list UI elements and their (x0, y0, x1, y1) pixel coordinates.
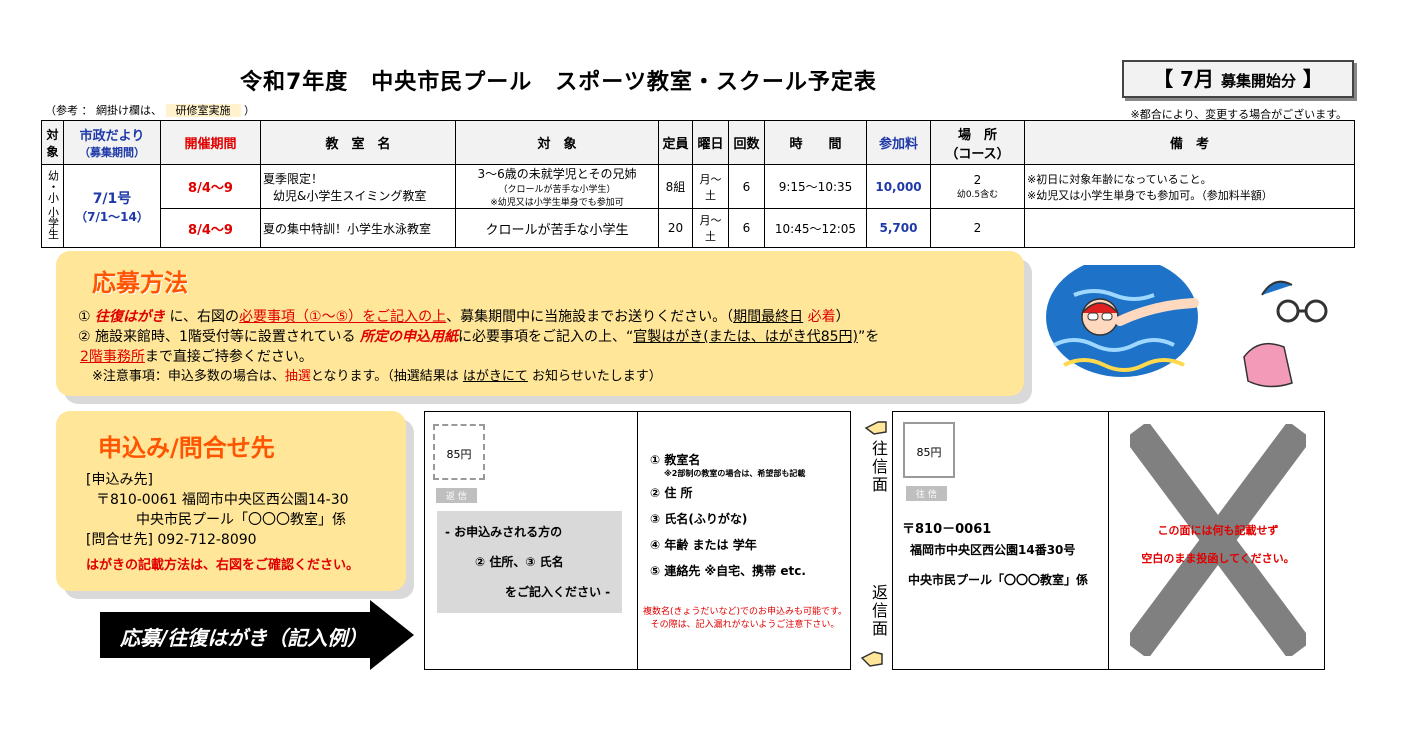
th-remarks: 備 考 (1024, 120, 1355, 165)
arrow-label: 応募/往復はがき（記入例） (120, 626, 368, 650)
badge-bracket-close: 】 (1302, 67, 1323, 91)
remarks-cell (1024, 208, 1355, 248)
ref-suffix: ） (244, 104, 255, 117)
table-row: 幼・小 小学生 7/1号（7/1～14） 8/4～9 夏季限定！幼児&小学生スイ… (41, 164, 1355, 248)
th-fee: 参加料 (866, 120, 931, 165)
goggles-icon (1261, 280, 1293, 296)
stamp-box: 85円 (903, 422, 955, 478)
outgoing-tag: 往 信 (906, 486, 947, 501)
month-badge: 【 7月 募集開始分 】 (1122, 60, 1354, 98)
remarks-cell: ※初日に対象年齢になっていること。※幼児又は小学生単身でも参加可。（参加料半額） (1024, 164, 1355, 209)
target-cell: 3～6歳の未就学児とその兄姉（クロールが苦手な小学生）※幼児又は小学生単身でも参… (455, 164, 659, 209)
weekday-cell: 月～土 (692, 164, 729, 209)
arrow-right-icon (100, 600, 414, 670)
apply-line-1: ① 往復はがき に、右図の必要事項（①～⑤）をご記入の上、募集期間中に当施設まで… (78, 309, 850, 325)
fee-cell: 10,000 (866, 164, 931, 209)
kickboard-icon (1243, 342, 1293, 388)
badge-month: 7月 (1180, 67, 1214, 91)
wave-lines (1053, 338, 1175, 352)
pointing-hand-icon (860, 651, 883, 667)
target-cell: クロールが苦手な小学生 (455, 208, 659, 248)
th-count: 回数 (728, 120, 765, 165)
apply-method-title: 応募方法 (92, 269, 188, 297)
target-col-cell: 幼・小 小学生 (41, 164, 64, 248)
th-target: 対 象 (455, 120, 659, 165)
contact-line-2: 〒810-0061 福岡市中央区西公園14-30 (96, 492, 349, 508)
time-cell: 10:45～12:05 (764, 208, 867, 248)
period-cell: 8/4～9 (160, 208, 261, 248)
badge-rest: 募集開始分 (1220, 72, 1296, 90)
contact-line-3: 中央市民プール「〇〇〇教室」係 (136, 512, 346, 528)
return-tag: 返 信 (436, 488, 477, 503)
return-side-label: 返信面 (869, 584, 888, 638)
schedule-table: 対象 市政だより（募集期間） 開催期間 教 室 名 対 象 定員 曜日 回数 時… (41, 120, 1355, 248)
time-cell: 9:15～10:35 (764, 164, 867, 209)
item-2: ② 住 所 (650, 486, 693, 500)
th-class-name: 教 室 名 (260, 120, 456, 165)
page-title: 令和7年度 中央市民プール スポーツ教室・スクール予定表 (240, 70, 877, 95)
apply-line-4: ※注意事項：申込多数の場合は、抽選となります。（抽選結果は はがきにて お知らせ… (92, 369, 662, 384)
swimmer-illustration (1046, 265, 1328, 388)
fee-cell: 5,700 (866, 208, 931, 248)
change-note: ※都合により、変更する場合がございます。 (1130, 108, 1347, 121)
item-5: ⑤ 連絡先 ※自宅、携帯 etc. (650, 564, 806, 578)
table-header-row: 対象 市政だより（募集期間） 開催期間 教 室 名 対 象 定員 曜日 回数 時… (41, 120, 1355, 165)
contact-title: 申込み/問合せ先 (98, 434, 275, 462)
item-1: ① 教室名 (650, 453, 701, 467)
sender-info-block: - お申込みされる方の ② 住所、③ 氏名 をご記入ください - (437, 511, 622, 613)
contact-line-5: はがきの記載方法は、右図をご確認ください。 (86, 558, 360, 573)
ref-prefix: （参考 ： 網掛け欄は、 (45, 104, 162, 117)
capacity-cell: 8組 (658, 164, 693, 209)
apply-method-box (56, 251, 1024, 396)
card-divider (1108, 411, 1109, 670)
place-cell: 2 (930, 208, 1025, 248)
blank-side-note: この面には何も記載せず 空白のまま投函してください。 (1141, 524, 1295, 565)
capacity-cell: 20 (658, 208, 693, 248)
class-name-cell: 夏季限定！幼児&小学生スイミング教室 (260, 164, 456, 209)
item-1-note: ※2部制の教室の場合は、希望部も記載 (664, 469, 806, 478)
period-cell: 8/4～9 (160, 164, 261, 209)
th-weekday: 曜日 (692, 120, 729, 165)
outgoing-side-label: 往信面 (869, 440, 888, 494)
multi-apply-note: 複数名(きょうだいなど)でのお申込みも可能です。 その際は、記入漏れがないようご… (642, 607, 848, 630)
th-period: 開催期間 (160, 120, 261, 165)
apply-line-3: 2階事務所まで直接ご持参ください。 (80, 349, 313, 365)
th-capacity: 定員 (658, 120, 693, 165)
required-items-list: ① 教室名 ※2部制の教室の場合は、希望部も記載 ② 住 所 ③ 氏名(ふりがな… (650, 452, 806, 584)
badge-bracket-open: 【 (1153, 67, 1174, 91)
th-time: 時 間 (764, 120, 867, 165)
pool-address: 〒810－0061 福岡市中央区西公園14番30号 中央市民プール「〇〇〇教室」… (902, 522, 1089, 587)
th-city-news: 市政だより（募集期間） (63, 120, 161, 165)
stamp-box: 85円 (433, 424, 485, 480)
th-place: 場 所（コース） (930, 120, 1025, 165)
item-3: ③ 氏名(ふりがな) (650, 512, 748, 526)
th-target-short: 対象 (41, 120, 64, 165)
apply-method-text: ① 往復はがき に、右図の必要事項（①～⑤）をご記入の上、募集期間中に当施設まで… (78, 307, 1018, 387)
item-4: ④ 年齢 または 学年 (650, 538, 757, 552)
count-cell: 6 (728, 208, 765, 248)
weekday-cell: 月～土 (692, 208, 729, 248)
contact-line-1: [申込み先] (86, 472, 153, 488)
pointing-hand-icon (864, 421, 887, 435)
contact-box (56, 411, 406, 591)
reference-note: （参考 ： 網掛け欄は、 研修室実施 ） (45, 102, 255, 118)
cross-mark-icon (1130, 424, 1306, 656)
table-row: 8/4～9 夏の集中特訓！小学生水泳教室 クロールが苦手な小学生 20 月～土 … (42, 208, 1355, 248)
class-name-cell: 夏の集中特訓！小学生水泳教室 (260, 208, 456, 248)
card-divider (637, 411, 638, 670)
ref-highlight: 研修室実施 (165, 104, 241, 117)
count-cell: 6 (728, 164, 765, 209)
apply-line-2: ② 施設来館時、1階受付等に設置されている 所定の申込用紙に必要事項をご記入の上… (78, 329, 880, 345)
contact-text: [申込み先] 〒810-0061 福岡市中央区西公園14-30 中央市民プール「… (86, 470, 359, 576)
contact-line-4: [問合せ先] 092-712-8090 (86, 532, 257, 548)
issue-cell: 7/1号（7/1～14） (63, 164, 161, 248)
